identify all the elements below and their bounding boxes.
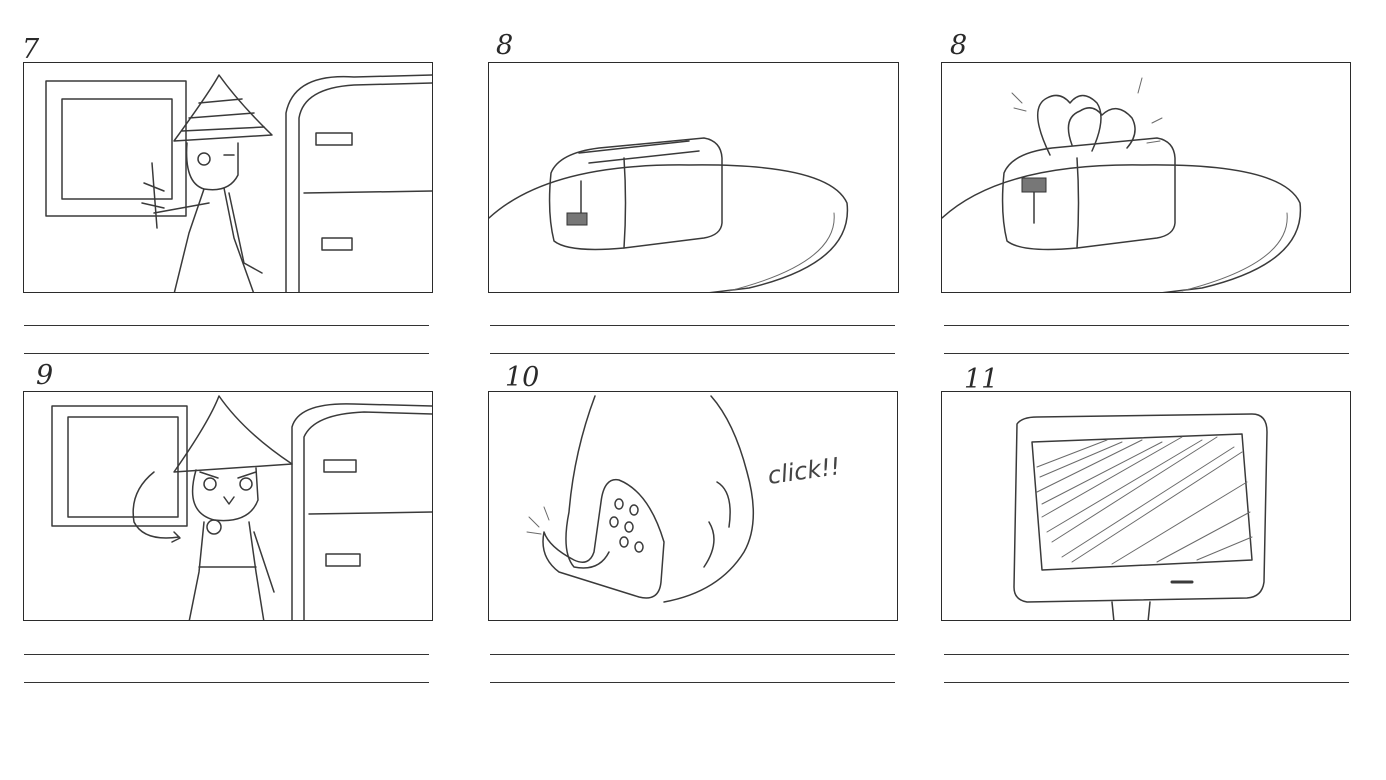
notes-line <box>24 325 429 326</box>
panel-number: 10 <box>505 362 540 393</box>
toaster-popping-sketch <box>942 77 1302 292</box>
notes-line <box>944 682 1349 683</box>
witch-walking-sketch <box>45 74 432 292</box>
storyboard-panel-11 <box>941 391 1351 621</box>
storyboard-panel-8b <box>941 62 1351 293</box>
notes-line <box>24 654 429 655</box>
notes-line <box>944 353 1349 354</box>
panel-number: 8 <box>950 30 968 61</box>
storyboard-panel-10: click!! <box>488 391 898 621</box>
toaster-sketch <box>489 137 849 292</box>
storyboard-panel-9 <box>23 391 433 621</box>
panel-number: 8 <box>496 30 514 61</box>
sound-effect-text: click!! <box>766 452 842 490</box>
notes-line <box>944 654 1349 655</box>
notes-line <box>24 682 429 683</box>
hand-remote-sketch: click!! <box>526 395 842 603</box>
tv-screen-sketch <box>1013 413 1268 620</box>
panel-number: 7 <box>22 34 40 65</box>
storyboard-panel-7 <box>23 62 433 293</box>
notes-line <box>490 682 895 683</box>
panel-number: 9 <box>36 360 54 391</box>
notes-line <box>490 325 895 326</box>
notes-line <box>490 654 895 655</box>
notes-line <box>24 353 429 354</box>
storyboard-panel-8a <box>488 62 899 293</box>
notes-line <box>490 353 895 354</box>
panel-number: 11 <box>964 364 999 395</box>
witch-angry-sketch <box>51 395 432 620</box>
notes-line <box>944 325 1349 326</box>
